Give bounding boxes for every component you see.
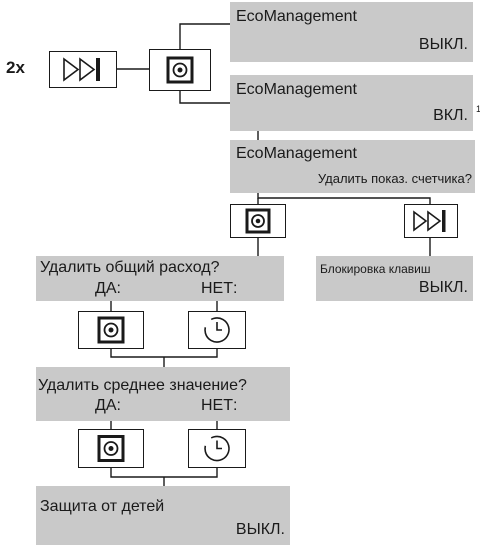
skip-forward-button[interactable]: [404, 204, 458, 238]
panel-value: ВКЛ.: [433, 107, 468, 124]
confirm-yes-button[interactable]: [78, 311, 144, 349]
skip-forward-icon: [63, 57, 100, 82]
menu-panel-delete-average: Удалить среднее значение? ДА: НЕТ:: [36, 367, 290, 421]
panel-title: EcoManagement: [236, 8, 357, 25]
confirm-no-button[interactable]: [188, 429, 246, 468]
clock-timer-icon: [204, 435, 230, 462]
ok-button[interactable]: [149, 49, 211, 91]
footnote-marker: 1: [476, 104, 480, 114]
panel-value: ВЫКЛ.: [418, 279, 468, 296]
select-ok-icon: [245, 208, 271, 234]
menu-panel-delete-total: Удалить общий расход? ДА: НЕТ:: [36, 256, 284, 301]
panel-value: ВЫКЛ.: [418, 36, 468, 53]
option-no-label: НЕТ:: [201, 397, 238, 414]
panel-value: ВЫКЛ.: [235, 521, 285, 538]
panel-value: Удалить показ. счетчика?: [317, 171, 472, 186]
panel-title: Блокировка клавиш: [320, 262, 431, 276]
ok-button[interactable]: [230, 204, 286, 238]
panel-title: EcoManagement: [236, 81, 357, 98]
select-ok-icon: [97, 316, 125, 344]
panel-title: Удалить среднее значение?: [38, 377, 247, 394]
menu-panel-eco-on: EcoManagement ВКЛ.: [230, 75, 473, 131]
confirm-no-button[interactable]: [188, 311, 246, 349]
menu-panel-eco-off: EcoManagement ВЫКЛ.: [230, 2, 473, 62]
panel-title: EcoManagement: [236, 145, 357, 162]
option-yes-label: ДА:: [95, 280, 121, 297]
menu-panel-key-lock: Блокировка клавиш ВЫКЛ.: [316, 256, 473, 301]
skip-forward-icon: [413, 210, 446, 232]
confirm-yes-button[interactable]: [78, 429, 144, 468]
select-ok-icon: [166, 56, 194, 84]
panel-title: Удалить общий расход?: [40, 259, 220, 276]
repeat-count-label: 2x: [6, 58, 25, 77]
menu-panel-child-lock: Защита от детей ВЫКЛ.: [36, 486, 290, 545]
select-ok-icon: [97, 435, 125, 462]
option-yes-label: ДА:: [95, 397, 121, 414]
option-no-label: НЕТ:: [201, 280, 238, 297]
menu-panel-eco-reset: EcoManagement Удалить показ. счетчика?: [230, 140, 475, 193]
skip-forward-button[interactable]: [49, 51, 117, 88]
clock-timer-icon: [204, 317, 230, 343]
panel-title: Защита от детей: [40, 498, 165, 515]
